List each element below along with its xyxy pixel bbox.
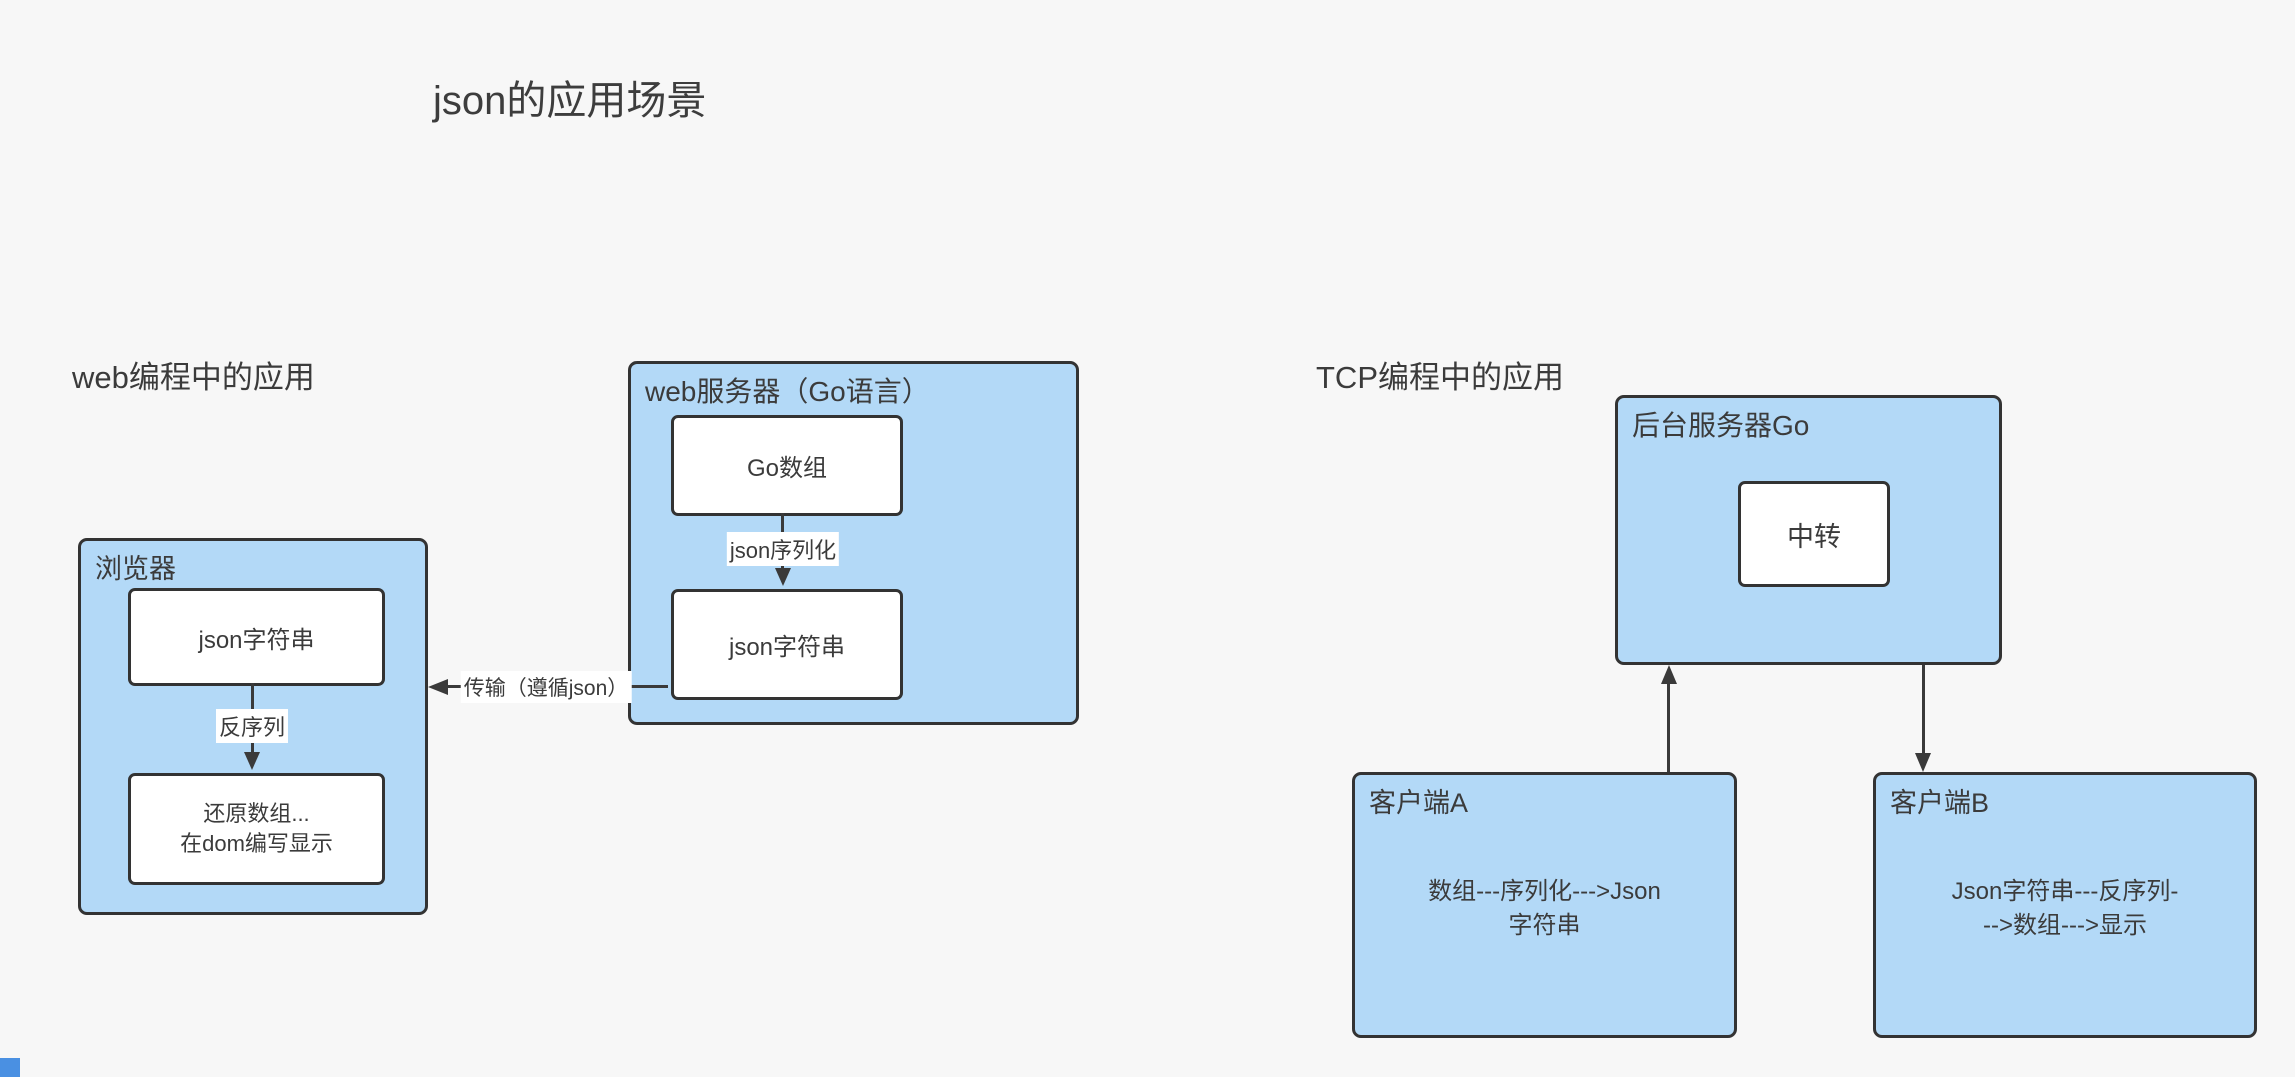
relay-node[interactable]: 中转 xyxy=(1738,481,1890,587)
deserialize-arrow-label[interactable]: 反序列 xyxy=(215,709,289,743)
client-b-body-line1: Json字符串---反序列- xyxy=(1951,878,2179,905)
go-array-node[interactable]: Go数组 xyxy=(671,415,903,516)
server-to-client-b-arrowhead-icon xyxy=(1915,753,1931,772)
client-a-body-line1: 数组---序列化--->Json xyxy=(1428,878,1661,905)
transfer-arrow-label[interactable]: 传输（遵循json） xyxy=(460,671,632,703)
transfer-arrowhead-icon xyxy=(428,679,448,695)
browser-json-string-label: json字符串 xyxy=(198,626,315,654)
client-a-to-server-arrow[interactable] xyxy=(1667,682,1670,772)
client-a-title: 客户端A xyxy=(1369,788,1469,818)
client-a-body: 数组---序列化--->Json 字符串 xyxy=(1355,875,1734,943)
relay-label: 中转 xyxy=(1787,521,1841,552)
backend-server-box-title: 后台服务器Go xyxy=(1632,410,1810,441)
web-server-box[interactable]: web服务器（Go语言） Go数组 json字符串 xyxy=(628,361,1079,725)
section-label-tcp: TCP编程中的应用 xyxy=(1316,360,1564,395)
client-a-to-server-arrowhead-icon xyxy=(1661,665,1677,684)
deserialize-arrowhead-icon xyxy=(244,752,260,770)
client-b-title: 客户端B xyxy=(1890,788,1990,818)
server-json-string-node[interactable]: json字符串 xyxy=(671,589,903,700)
server-json-string-label: json字符串 xyxy=(728,634,846,661)
page-title: json的应用场景 xyxy=(433,79,707,123)
server-to-client-b-arrow[interactable] xyxy=(1922,665,1925,754)
browser-box[interactable]: 浏览器 json字符串 还原数组... 在dom编写显示 xyxy=(78,538,428,915)
client-a-body-line2: 字符串 xyxy=(1508,912,1581,939)
go-array-label: Go数组 xyxy=(746,455,827,482)
browser-json-string-node[interactable]: json字符串 xyxy=(128,588,385,686)
client-a-box[interactable]: 客户端A 数组---序列化--->Json 字符串 xyxy=(1352,772,1737,1038)
client-b-box[interactable]: 客户端B Json字符串---反序列- -->数组--->显示 xyxy=(1873,772,2257,1038)
restore-array-line1: 还原数组... xyxy=(203,801,310,826)
browser-box-title: 浏览器 xyxy=(95,554,176,584)
corner-blue-square xyxy=(0,1058,20,1077)
restore-array-node[interactable]: 还原数组... 在dom编写显示 xyxy=(128,773,385,885)
web-server-box-title: web服务器（Go语言） xyxy=(645,376,930,407)
section-label-web: web编程中的应用 xyxy=(72,360,315,395)
backend-server-box[interactable]: 后台服务器Go 中转 xyxy=(1615,395,2002,665)
client-b-body-line2: -->数组--->显示 xyxy=(1983,912,2147,939)
client-b-body: Json字符串---反序列- -->数组--->显示 xyxy=(1876,875,2254,943)
serialize-arrowhead-icon xyxy=(775,568,791,586)
restore-array-line2: 在dom编写显示 xyxy=(180,831,333,856)
serialize-arrow-label[interactable]: json序列化 xyxy=(726,532,840,566)
